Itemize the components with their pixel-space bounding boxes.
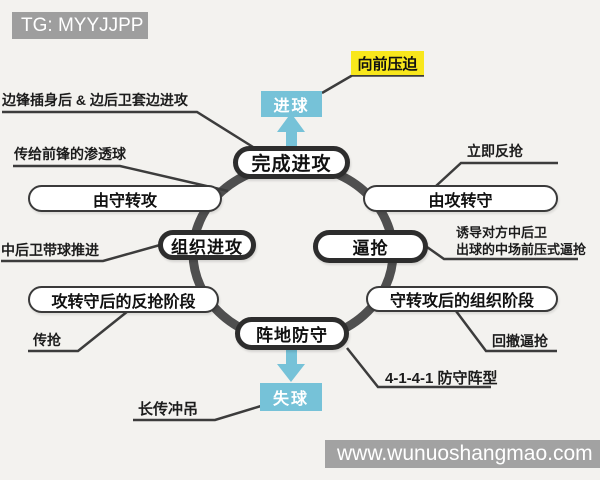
callout-cb-drive-text: 中后卫带球推进 <box>1 242 99 258</box>
concede-box: 失球 <box>260 383 322 411</box>
callout-pass-press-text: 传抢 <box>33 332 61 348</box>
node-positional-defense: 阵地防守 <box>235 317 349 350</box>
callout-formation-text: 4-1-4-1 防守阵型 <box>385 370 498 387</box>
flow-arrows <box>277 113 305 382</box>
callout-formation: 4-1-4-1 防守阵型 <box>385 367 498 388</box>
node-positional-defense-label: 阵地防守 <box>256 326 328 345</box>
connector-formation <box>346 347 491 389</box>
callout-connectors <box>1 74 578 422</box>
press-forward-text: 向前压迫 <box>357 55 418 73</box>
goal-box: 进球 <box>261 91 322 117</box>
site-watermark-text: www.wunuoshangmao.com <box>337 442 593 465</box>
pill-attack-to-defense-label: 由攻转守 <box>428 192 493 210</box>
connector-winger-overlap <box>2 110 254 149</box>
pill-defense-to-attack-label: 由守转攻 <box>92 192 157 210</box>
pill-defense-to-attack: 由守转攻 <box>28 185 222 212</box>
pill-counter-press-phase-label: 攻转守后的反抢阶段 <box>51 293 196 311</box>
connector-long-ball <box>133 404 262 422</box>
goal-text: 进球 <box>273 98 310 115</box>
callout-immediate-counterpress-text: 立即反抢 <box>467 143 523 159</box>
callout-pass-press: 传抢 <box>33 330 61 350</box>
telegram-watermark-text: TG: MYYJJPP <box>21 14 144 36</box>
callout-retreat-press-text: 回撤逼抢 <box>492 333 548 349</box>
connector-cb-drive <box>1 243 161 263</box>
press-forward-label: 向前压迫 <box>351 51 424 75</box>
callout-through-pass-text: 传给前锋的渗透球 <box>14 146 126 162</box>
pill-attack-to-defense: 由攻转守 <box>363 185 558 212</box>
callout-immediate-counterpress: 立即反抢 <box>467 141 523 161</box>
node-organize-attack: 组织进攻 <box>158 230 256 260</box>
callout-winger-overlap-text: 边锋插身后 & 边后卫套边进攻 <box>2 92 188 108</box>
connector-immediate-counterpress <box>435 161 558 187</box>
node-complete-attack-label: 完成进攻 <box>251 154 332 175</box>
node-organize-attack-label: 组织进攻 <box>171 237 243 257</box>
callout-through-pass: 传给前锋的渗透球 <box>14 144 126 164</box>
connector-press-forward <box>321 74 424 95</box>
concede-arrow-shaft <box>286 349 297 366</box>
concede-text: 失球 <box>272 391 309 408</box>
goal-arrow-head <box>277 113 305 132</box>
node-pressing: 逼抢 <box>313 230 428 263</box>
callout-retreat-press: 回撤逼抢 <box>492 331 548 351</box>
pill-counter-press-phase: 攻转守后的反抢阶段 <box>28 286 219 313</box>
callout-long-ball-text: 长传冲吊 <box>138 401 199 418</box>
callout-cb-drive: 中后卫带球推进 <box>1 240 99 260</box>
site-watermark: www.wunuoshangmao.com <box>325 440 600 468</box>
concede-arrow-head <box>277 364 305 382</box>
pill-organize-phase: 守转攻后的组织阶段 <box>366 286 558 312</box>
callout-lure-press-line2: 出球的中场前压式逼抢 <box>456 242 587 257</box>
connector-through-pass <box>13 164 229 193</box>
connector-lure-press <box>426 245 578 261</box>
connector-pass-press <box>28 310 129 353</box>
goal-arrow-shaft <box>286 129 297 149</box>
node-pressing-label: 逼抢 <box>352 239 389 258</box>
callout-lure-press: 诱导对方中后卫 出球的中场前压式逼抢 <box>456 224 586 258</box>
node-complete-attack: 完成进攻 <box>233 146 350 179</box>
callout-long-ball: 长传冲吊 <box>138 398 198 419</box>
connector-retreat-press <box>455 310 557 353</box>
telegram-watermark: TG: MYYJJPP <box>12 12 148 39</box>
pill-organize-phase-label: 守转攻后的组织阶段 <box>389 293 534 310</box>
callout-winger-overlap: 边锋插身后 & 边后卫套边进攻 <box>2 90 188 110</box>
callout-lure-press-line1: 诱导对方中后卫 <box>456 225 548 240</box>
